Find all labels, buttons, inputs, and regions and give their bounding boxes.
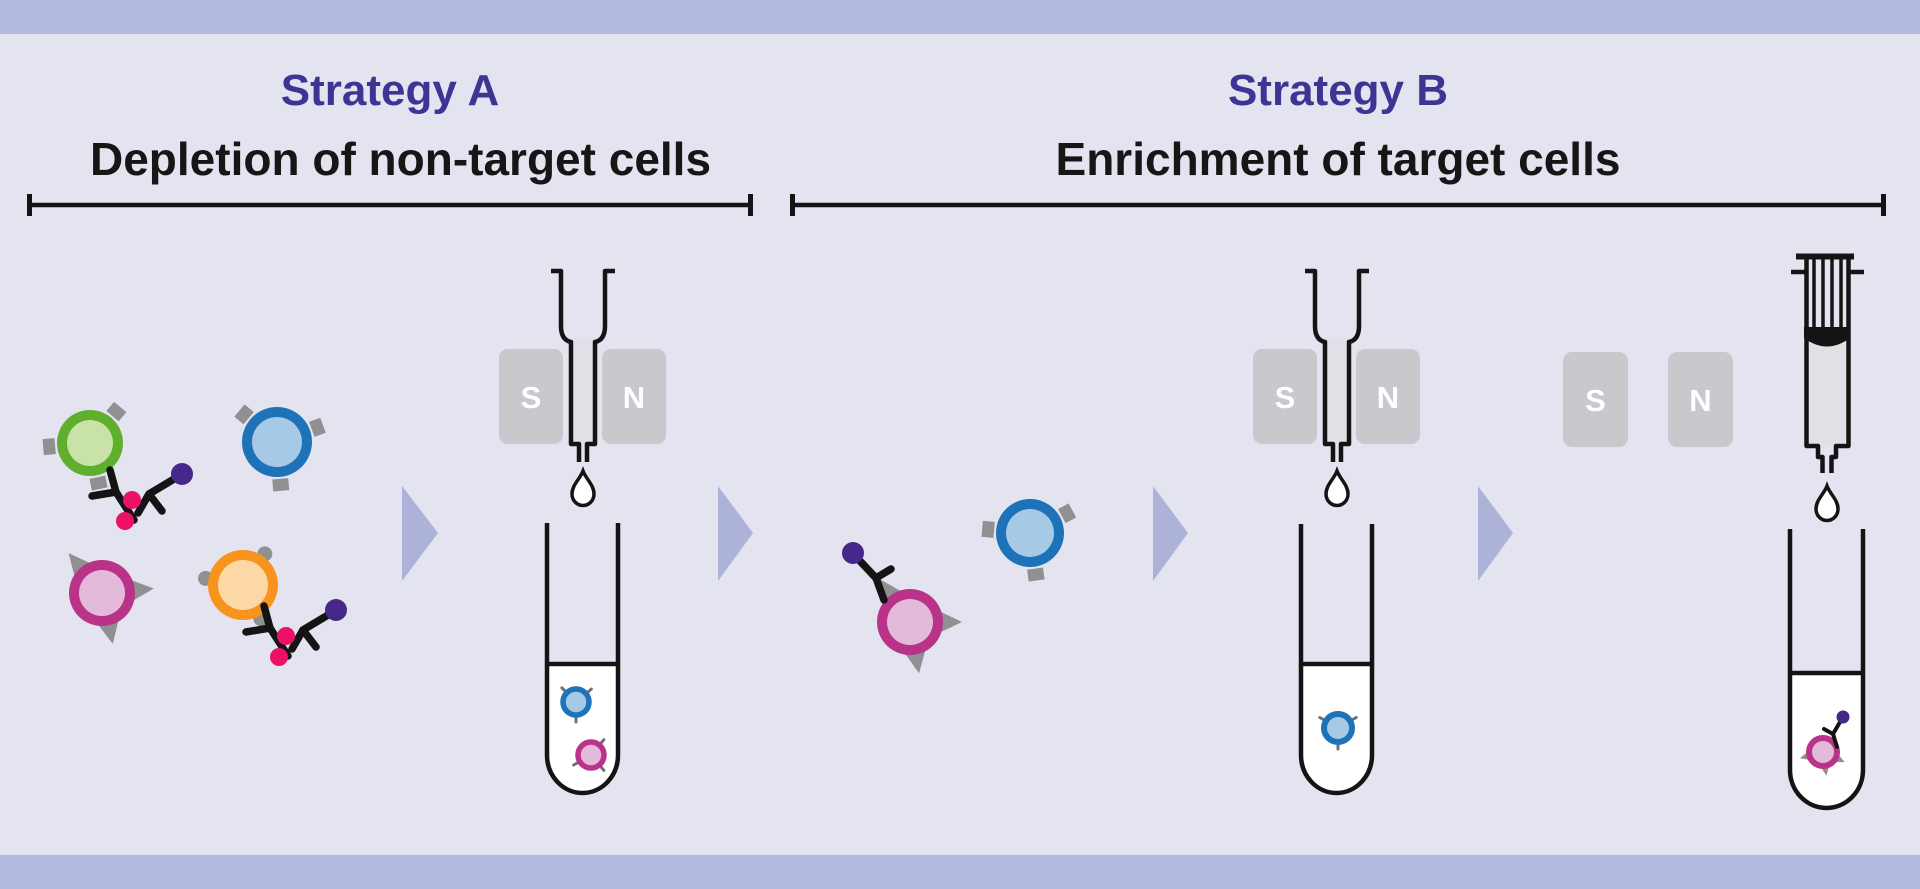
strategy-a-subtitle: Depletion of non-target cells <box>90 133 712 185</box>
magnet-north <box>602 349 666 444</box>
droplet-icon <box>1324 469 1350 508</box>
flow-arrow-icon <box>1153 486 1188 581</box>
antibody-magnetic-bead-complex <box>246 599 347 666</box>
magnet-south-label: S <box>1585 383 1606 418</box>
antibody-magnetic-bead-complex <box>92 463 193 530</box>
collected-cell-blue <box>1318 711 1358 751</box>
magnet-north-label: N <box>1689 383 1711 418</box>
magnet-north <box>1668 352 1733 447</box>
droplet-icon <box>1814 484 1840 523</box>
plunger-column <box>1791 253 1864 473</box>
antibody-magnetic-bead-complex <box>1822 710 1850 749</box>
droplet-icon <box>570 469 596 508</box>
magnet-south <box>499 349 563 444</box>
target-cell-magenta <box>68 553 154 644</box>
strategy-b-cell-sample <box>842 499 1077 674</box>
strategy-b-bracket <box>790 194 1886 216</box>
strategy-a-separation-column: S N <box>499 271 666 508</box>
flow-arrow-icon <box>402 486 438 581</box>
antibody-magnetic-bead-complex <box>842 542 895 604</box>
bottom-border-band <box>0 855 1920 889</box>
strategy-a-collection-tube <box>544 523 621 796</box>
magnet-south-label: S <box>521 380 542 415</box>
strategy-a-cell-mixture <box>42 401 347 666</box>
strategy-b-separation-column: S N <box>1253 271 1420 508</box>
strategy-a-bracket <box>27 194 753 216</box>
magnet-south-label: S <box>1275 380 1296 415</box>
flow-arrow-icon <box>1478 486 1513 581</box>
magnet-south <box>1253 349 1317 444</box>
top-border-band <box>0 0 1920 34</box>
elution-step: S N <box>1563 253 1864 523</box>
strategy-a-title: Strategy A <box>280 66 500 115</box>
target-cell-magenta <box>877 579 962 674</box>
eluted-target-tube <box>1787 529 1866 811</box>
target-cell-blue <box>981 499 1077 582</box>
strategy-b-subtitle: Enrichment of target cells <box>1055 133 1621 185</box>
magnet-north-label: N <box>623 380 645 415</box>
collected-cell-blue <box>560 686 593 724</box>
target-cell-blue <box>234 404 326 492</box>
collected-cell-magenta <box>572 738 607 772</box>
non-target-cell-green <box>42 401 127 491</box>
flow-arrow-icon <box>718 486 753 581</box>
strategy-b-flowthrough-tube <box>1298 524 1375 796</box>
magnet-north <box>1356 349 1420 444</box>
magnet-south <box>1563 352 1628 447</box>
magnet-north-label: N <box>1377 380 1399 415</box>
collected-cell-magenta <box>1799 735 1845 776</box>
strategy-b-title: Strategy B <box>1227 66 1449 115</box>
